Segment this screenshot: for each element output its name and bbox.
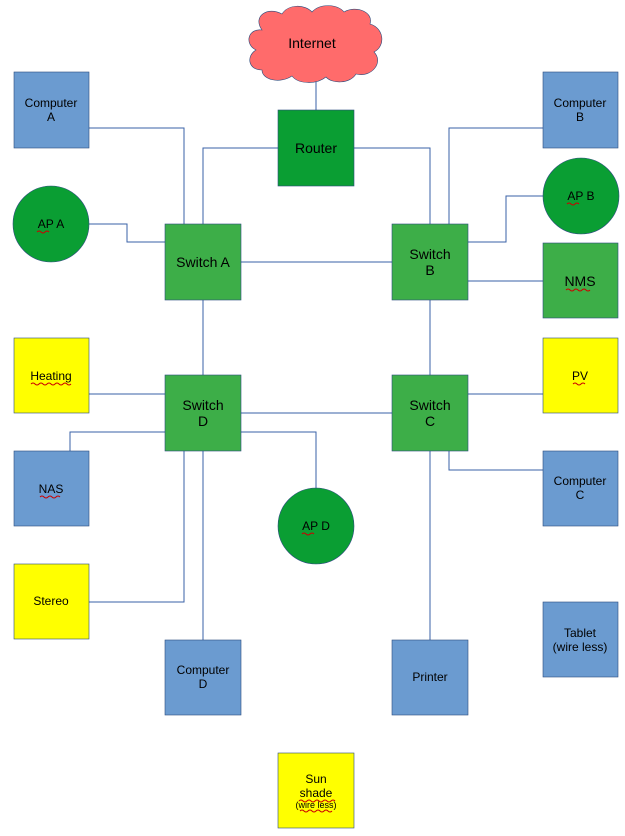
ap-d-label: AP D	[302, 519, 330, 533]
switch-d-label-2: D	[198, 413, 208, 429]
stereo-box	[13, 563, 90, 640]
computer-b-label-2: B	[576, 110, 584, 124]
node-switch-b: Switch B	[391, 223, 469, 301]
node-nms: NMS	[542, 242, 619, 319]
sun-shade-label-2: shade	[300, 786, 333, 800]
spellcheck-underline	[30, 382, 72, 386]
tablet-label-2: (wire less)	[553, 640, 608, 654]
nas-label: NAS	[39, 482, 64, 496]
ap-a-label: AP A	[38, 217, 64, 231]
nms-box	[542, 242, 619, 319]
computer-c-label-1: Computer	[554, 474, 607, 488]
switch-b-label-1: Switch	[409, 246, 450, 262]
sun-shade-box	[277, 752, 355, 829]
node-ap-a: AP A	[12, 185, 90, 263]
ap-a-circle	[12, 185, 90, 263]
computer-a-label-1: Computer	[25, 96, 78, 110]
connections	[69, 80, 543, 640]
computer-a-label-2: A	[47, 110, 55, 124]
node-switch-a: Switch A	[164, 223, 242, 301]
pv-box	[542, 337, 619, 414]
spellcheck-underline	[299, 809, 333, 813]
computer-a-box	[13, 71, 90, 149]
printer-label: Printer	[412, 670, 447, 684]
node-pv: PV	[542, 337, 619, 414]
switch-b-box	[391, 223, 469, 301]
tablet-label-1: Tablet	[564, 626, 597, 640]
computer-b-box	[542, 71, 619, 149]
link-computer-a-switch-a	[89, 127, 185, 224]
switch-d-box	[164, 374, 242, 452]
stereo-label: Stereo	[33, 594, 69, 608]
switch-b-label-2: B	[425, 262, 434, 278]
link-ap-b-switch-b	[468, 195, 543, 243]
spellcheck-underline	[39, 495, 61, 499]
link-ap-d-switch-d	[241, 431, 317, 489]
link-stereo-switch-d	[89, 451, 185, 603]
node-printer: Printer	[391, 639, 469, 716]
router-box	[277, 109, 355, 187]
printer-box	[391, 639, 469, 716]
link-router-switch-a	[202, 147, 278, 224]
switch-c-label-2: C	[425, 413, 435, 429]
node-computer-b: Computer B	[542, 71, 619, 149]
spellcheck-underline	[572, 382, 586, 386]
computer-b-label-1: Computer	[554, 96, 607, 110]
router-label: Router	[295, 140, 337, 156]
heating-label: Heating	[30, 369, 71, 383]
computer-d-label-1: Computer	[177, 663, 230, 677]
node-internet-label: Internet	[288, 35, 336, 51]
computer-d-label-2: D	[199, 677, 208, 691]
node-tablet: Tablet (wire less)	[542, 601, 619, 678]
switch-c-label-1: Switch	[409, 397, 450, 413]
node-heating: Heating	[13, 337, 90, 414]
link-computer-b-switch-b	[448, 127, 543, 224]
pv-label: PV	[572, 369, 588, 383]
cloud-icon	[248, 5, 383, 83]
switch-a-box	[164, 223, 242, 301]
node-internet: Internet	[248, 5, 383, 83]
ap-b-label: AP B	[567, 189, 594, 203]
heating-box	[13, 337, 90, 414]
switch-c-box	[391, 374, 469, 452]
node-switch-c: Switch C	[391, 374, 469, 452]
link-nas-switch-d	[69, 431, 165, 451]
link-ap-a-switch-a	[89, 223, 165, 243]
node-ap-b: AP B	[542, 157, 620, 235]
computer-d-box	[164, 639, 242, 716]
node-nas: NAS	[13, 450, 90, 527]
node-computer-d: Computer D	[164, 639, 242, 716]
node-computer-a: Computer A	[13, 71, 90, 149]
link-router-switch-b	[354, 147, 431, 224]
switch-a-label: Switch A	[176, 254, 230, 270]
node-sun-shade: Sun shade (wire less)	[277, 752, 355, 829]
spellcheck-underline	[298, 799, 336, 803]
node-switch-d: Switch D	[164, 374, 242, 452]
node-router: Router	[277, 109, 355, 187]
computer-c-label-2: C	[576, 488, 585, 502]
node-stereo: Stereo	[13, 563, 90, 640]
ap-b-circle	[542, 157, 620, 235]
node-ap-d: AP D	[277, 487, 355, 565]
node-computer-c: Computer C	[542, 450, 619, 527]
tablet-box	[542, 601, 619, 678]
ap-d-circle	[277, 487, 355, 565]
spellcheck-underline	[36, 230, 50, 234]
nas-box	[13, 450, 90, 527]
sun-shade-label-1: Sun	[305, 772, 326, 786]
computer-c-box	[542, 450, 619, 527]
spellcheck-underline	[301, 532, 315, 536]
switch-d-label-1: Switch	[182, 397, 223, 413]
nms-label: NMS	[564, 273, 595, 289]
spellcheck-underline	[566, 202, 580, 206]
link-computer-c-switch-c	[448, 451, 543, 471]
sun-shade-label-3: (wire less)	[295, 800, 336, 810]
spellcheck-underline	[565, 288, 591, 292]
